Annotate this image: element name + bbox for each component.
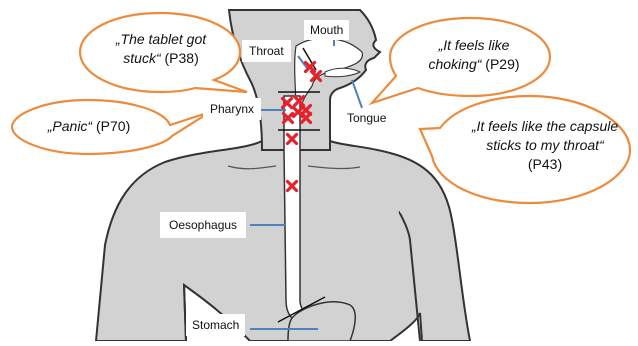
quote-p70: „Panic“ (P70) xyxy=(24,117,154,136)
label-oesophagus: Oesophagus xyxy=(160,212,246,238)
label-mouth: Mouth xyxy=(304,20,349,40)
quote-p29: „It feels like choking“ (P29) xyxy=(415,36,533,74)
participant-id: (P43) xyxy=(528,156,562,172)
label-pharynx: Pharynx xyxy=(203,98,261,120)
quote-text: „Panic“ xyxy=(48,118,92,134)
label-throat: Throat xyxy=(242,40,291,62)
participant-id: (P38) xyxy=(165,50,199,66)
label-tongue: Tongue xyxy=(342,108,391,128)
participant-id: (P70) xyxy=(96,118,130,134)
torso-silhouette xyxy=(96,141,470,341)
quote-p38: „The tablet got stuck“ (P38) xyxy=(96,30,226,68)
tongue-leader-line xyxy=(352,80,362,108)
label-stomach: Stomach xyxy=(186,314,245,336)
quote-text: „It feels like the capsule sticks to my … xyxy=(472,118,618,153)
quote-p43: „It feels like the capsule sticks to my … xyxy=(470,117,620,174)
participant-id: (P29) xyxy=(485,56,519,72)
